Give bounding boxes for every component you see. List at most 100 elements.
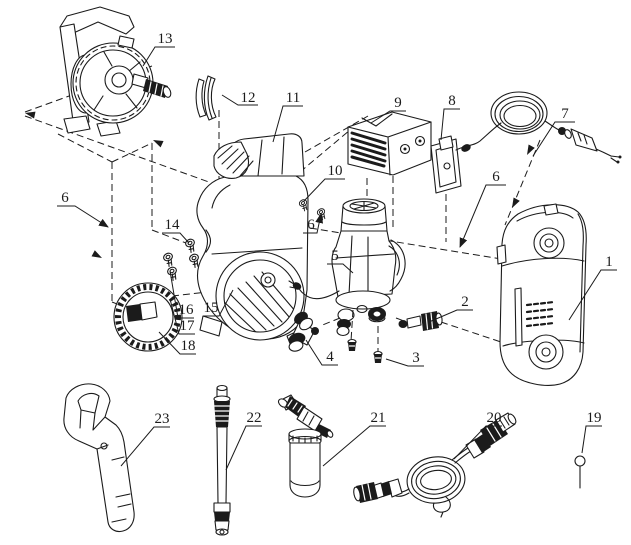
callout-label-6-mid: 6 [307,217,315,233]
part-1-side-panel [496,203,587,386]
part-23-spray-gun [63,383,135,533]
part-20-high-pressure-hose [353,412,517,518]
part-2-inlet-connector [398,311,443,331]
callout-leader-8 [440,108,460,141]
callout-label-12: 12 [241,90,256,106]
callout-leader-9 [370,110,406,124]
callout-5: 5 [327,248,354,274]
callout-label-7: 7 [561,106,569,122]
callout-leader-21 [322,425,386,467]
callout-label-19: 19 [587,410,602,426]
part-12-cover-plate [195,75,217,121]
construction-arrows [25,111,535,258]
callout-6-left: 6 [57,190,109,228]
callout-11: 11 [272,90,303,143]
callout-leader-1 [568,269,617,321]
callout-leader-23 [120,426,170,467]
callout-label-20: 20 [487,410,502,426]
part-8-switch-box [430,135,462,194]
callout-13: 13 [142,31,175,67]
callout-leader-17 [169,298,195,335]
callout-17: 17 [169,298,196,335]
callout-label-22: 22 [247,410,262,426]
callout-leader-15 [203,289,234,317]
callout-label-2: 2 [461,294,469,310]
callout-12: 12 [221,90,258,106]
callout-leader-2 [428,309,473,323]
callout-label-5: 5 [331,248,339,264]
callout-21: 21 [322,410,386,467]
callout-leader-6-mid [303,213,324,234]
callout-18: 18 [158,331,196,355]
callout-label-6-right: 6 [492,169,500,185]
callout-label-3: 3 [412,350,420,366]
callout-leader-3 [385,358,424,367]
callout-leader-20 [453,425,502,460]
callout-20: 20 [453,410,502,460]
callout-leader-19 [581,425,602,454]
callout-label-16: 16 [179,302,195,318]
callout-label-11: 11 [286,90,300,106]
construction-arrowhead [527,144,535,155]
callout-7: 7 [532,106,575,157]
callout-6-right: 6 [459,169,506,248]
part-19-cleaning-pin [574,455,586,489]
callout-leader-6-right [459,184,506,248]
callout-leader-7 [532,121,575,157]
callout-3: 3 [385,350,424,367]
callout-label-8: 8 [448,93,456,109]
callout-leader-10 [303,178,345,202]
callout-label-6-left: 6 [61,190,69,206]
callout-leader-11 [272,105,303,143]
construction-arrowhead [25,111,36,119]
callout-15: 15 [203,289,234,317]
callout-4: 4 [305,339,338,366]
callout-8: 8 [440,93,460,141]
callout-14: 14 [162,217,190,244]
part-4-elbow-fitting [288,311,319,352]
callout-leader-14 [162,232,190,244]
callout-6-mid: 6 [303,213,324,234]
callout-22: 22 [225,410,262,471]
part-3-plugs [347,338,383,364]
part-9-finned-module [347,111,432,176]
callout-label-21: 21 [371,410,386,426]
construction-arrowhead [91,250,102,258]
callout-label-17: 17 [180,318,196,334]
callout-leader-13 [142,46,175,67]
callout-leader-18 [158,331,196,355]
part-21-foam-cannon [277,394,334,498]
part-22-lance [213,384,231,536]
callout-leader-12 [221,94,258,106]
construction-arrowhead [512,197,520,208]
callout-label-4: 4 [326,349,334,365]
callout-label-13: 13 [158,31,173,47]
callout-16: 16 [169,270,195,319]
part-18-dial-knob [113,282,183,352]
part-5-pump-assembly [288,198,406,337]
callout-2: 2 [428,294,473,323]
part-13-hose-reel-handle [59,6,172,137]
construction-arrowhead [153,140,164,148]
callout-10: 10 [303,163,345,202]
callout-leader-22 [225,425,262,471]
part-11-main-frame [196,133,309,347]
callout-23: 23 [120,411,170,467]
callout-leader-4 [305,339,338,366]
callout-leader-16 [169,270,194,319]
callout-19: 19 [581,410,602,454]
callout-leader-6-left [57,205,109,228]
callout-label-1: 1 [605,254,613,270]
callout-label-14: 14 [165,217,181,233]
callout-leader-5 [327,263,354,274]
callout-9: 9 [370,95,406,124]
callout-label-9: 9 [394,95,402,111]
part-7-power-cord [455,91,622,164]
callout-label-18: 18 [181,338,196,354]
callout-label-23: 23 [155,411,170,427]
callout-label-10: 10 [328,163,343,179]
callout-1: 1 [568,254,617,321]
